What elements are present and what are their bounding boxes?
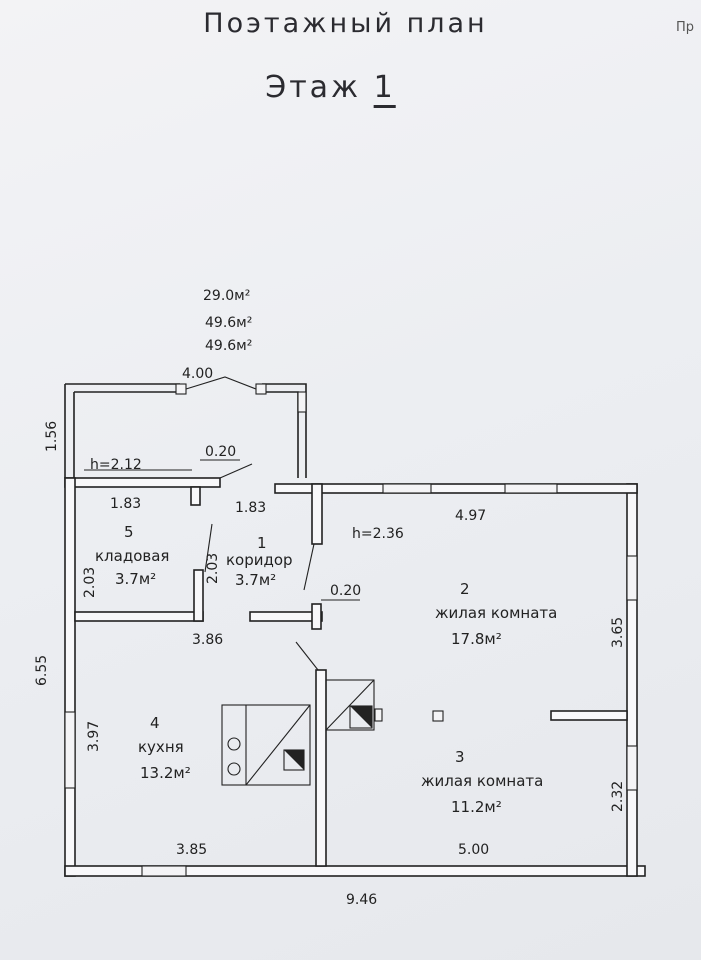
pantry-bottom-wall xyxy=(74,611,204,622)
dim-corridor-bottom: 3.86 xyxy=(192,632,223,648)
veranda-opening-post-right xyxy=(255,383,267,395)
outer-wall-right xyxy=(626,483,638,877)
veranda-leader xyxy=(185,376,257,390)
plan-title: Поэтажный план xyxy=(203,8,488,39)
veranda-window-corner xyxy=(297,391,307,413)
room-2-area: 17.8м² xyxy=(451,630,502,648)
outer-wall-left xyxy=(64,477,76,877)
door-swing-kitchen xyxy=(295,641,319,671)
dim-bedroom-right: 2.32 xyxy=(610,781,626,812)
corridor-wall-right-lower xyxy=(311,603,322,630)
veranda-opening-post-left xyxy=(175,383,187,395)
room-5-name: кладовая xyxy=(95,547,169,565)
dim-total-width: 9.46 xyxy=(346,892,377,908)
area-total-2: 49.6м² xyxy=(205,315,252,331)
outer-wall-top-right xyxy=(274,483,638,494)
dim-kitchen-left: 3.97 xyxy=(86,721,102,752)
dim-corridor-height: 2.03 xyxy=(205,553,221,584)
heating-stove xyxy=(325,679,375,731)
kitchen-bedroom-wall xyxy=(315,669,327,867)
pantry-wall-stub xyxy=(190,486,201,506)
area-total-1: 29.0м² xyxy=(203,288,250,304)
room-4-name: кухня xyxy=(138,738,184,756)
dim-kitchen-bottom: 3.85 xyxy=(176,842,207,858)
room-5-area: 3.7м² xyxy=(115,570,156,588)
dim-room-height: h=2.36 xyxy=(352,526,404,542)
heating-flue xyxy=(350,706,372,728)
area-total-3: 49.6м² xyxy=(205,338,252,354)
room-4-number: 4 xyxy=(150,714,160,732)
room-2-name: жилая комната xyxy=(435,604,557,622)
window-living-top-2 xyxy=(504,483,558,494)
floor-label: Этаж xyxy=(265,70,362,105)
room-1-name: коридор xyxy=(226,551,293,569)
window-bedroom-right xyxy=(626,745,638,791)
dim-pantry-height: 2.03 xyxy=(82,567,98,598)
room-3-name: жилая комната xyxy=(421,772,543,790)
window-living-right xyxy=(626,555,638,601)
floor-heading: Этаж 1 xyxy=(0,70,681,105)
kitchen-stove xyxy=(221,704,311,786)
window-kitchen-left xyxy=(64,711,76,789)
window-living-top-1 xyxy=(382,483,432,494)
dim-wall-thickness-2: 0.20 xyxy=(330,583,361,599)
veranda-outer-wall xyxy=(64,383,307,478)
dim-veranda-top: 4.00 xyxy=(182,366,213,382)
door-swing-corridor xyxy=(303,543,315,591)
window-kitchen-bottom xyxy=(141,865,187,877)
corner-text: Пр xyxy=(676,20,695,35)
corridor-bottom-wall xyxy=(249,611,323,622)
dim-corridor-width: 1.83 xyxy=(235,500,266,516)
door-swing-pantry xyxy=(204,523,213,573)
veranda-house-wall xyxy=(64,477,221,488)
room-2-number: 2 xyxy=(460,580,470,598)
room-1-area: 3.7м² xyxy=(235,571,276,589)
living-bedroom-partition xyxy=(550,710,628,721)
column-marker xyxy=(432,710,444,722)
outer-wall-bottom xyxy=(64,865,646,877)
pantry-right-wall xyxy=(193,569,204,622)
stove-burner xyxy=(227,737,241,751)
dim-living-right: 3.65 xyxy=(610,617,626,648)
dim-wall-thickness-1: 0.20 xyxy=(205,444,236,460)
corridor-wall-right-upper xyxy=(311,483,323,545)
dim-pantry-width: 1.83 xyxy=(110,496,141,512)
floor-number: 1 xyxy=(373,70,396,105)
door-swing-veranda xyxy=(219,463,253,479)
dim-veranda-height: h=2.12 xyxy=(90,457,142,473)
room-1-number: 1 xyxy=(257,534,267,552)
room-4-area: 13.2м² xyxy=(140,764,191,782)
room-3-area: 11.2м² xyxy=(451,798,502,816)
dim-veranda-left: 1.56 xyxy=(44,421,60,452)
stove-flue xyxy=(284,750,304,770)
dim-bedroom-bottom: 5.00 xyxy=(458,842,489,858)
room-3-number: 3 xyxy=(455,748,465,766)
room-5-number: 5 xyxy=(124,523,134,541)
dim-left-total: 6.55 xyxy=(34,655,50,686)
dim-living-width: 4.97 xyxy=(455,508,486,524)
stove-burner xyxy=(227,762,241,776)
